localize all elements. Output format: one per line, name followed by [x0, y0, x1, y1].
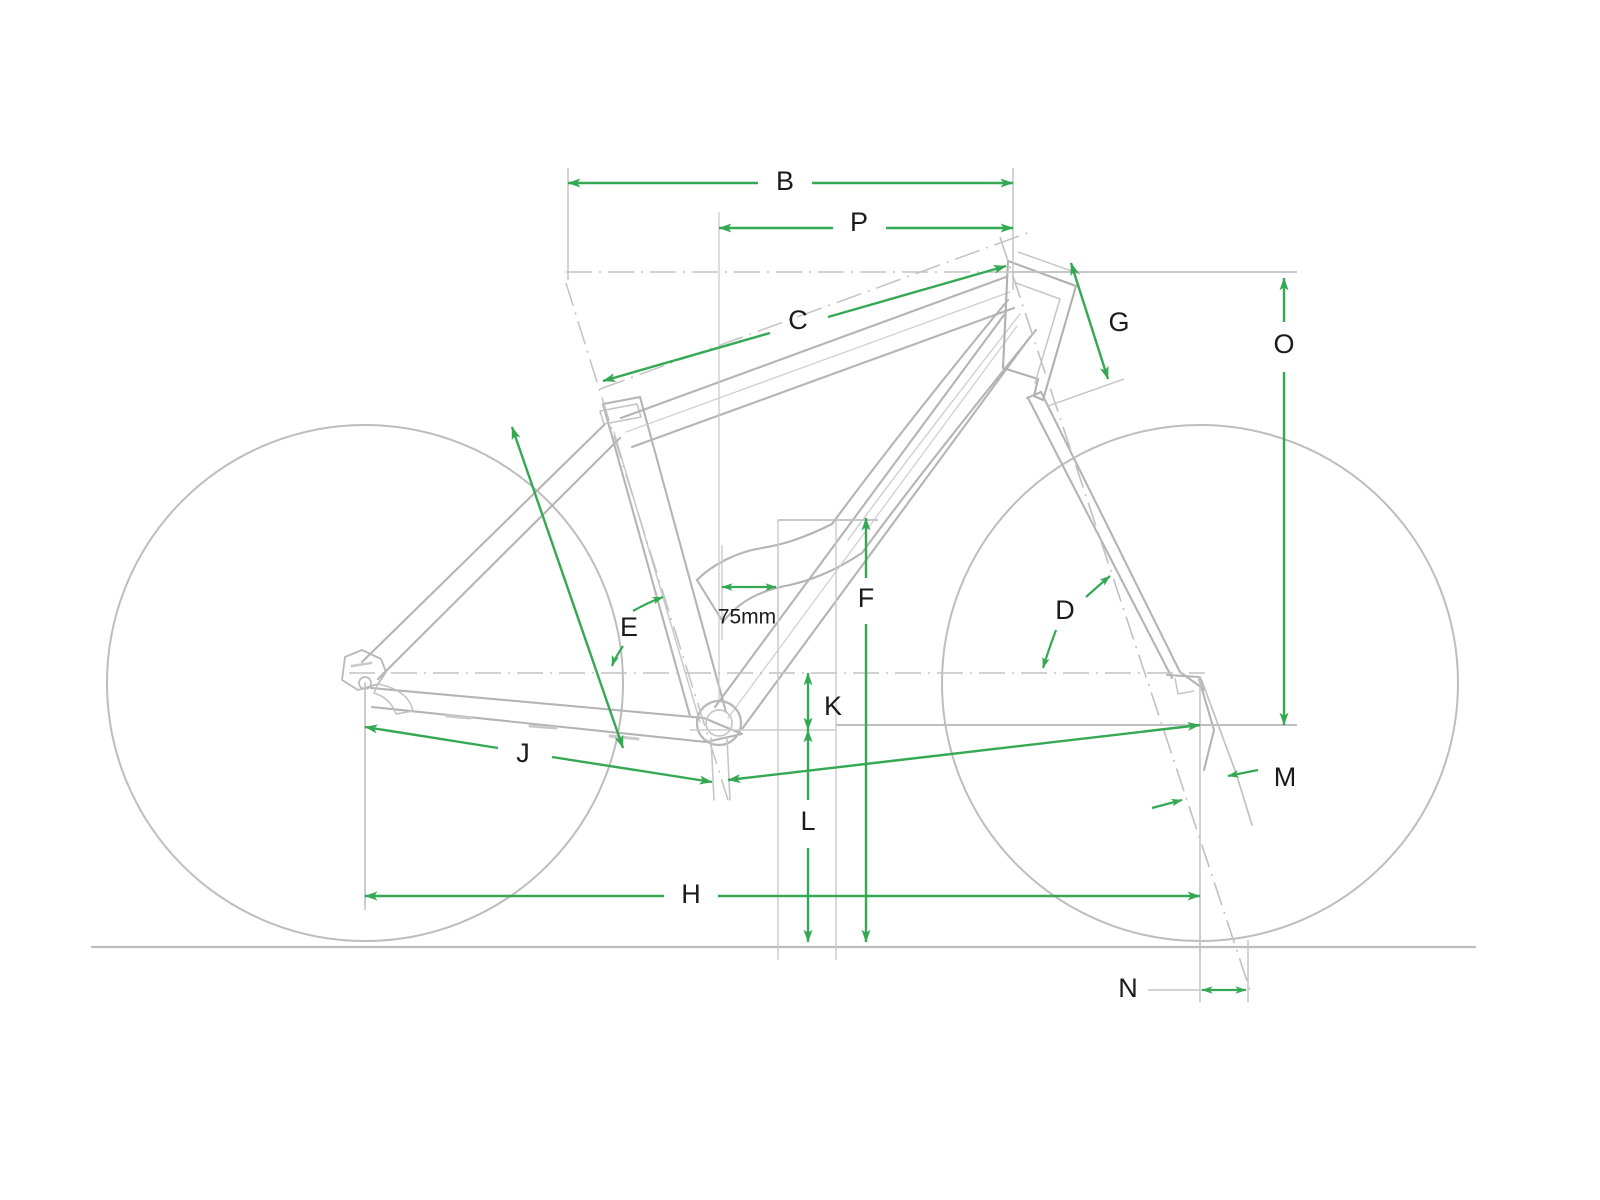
dimension-front-center-line: [727, 721, 1201, 784]
label-M: M: [1274, 762, 1297, 792]
down-tube-lower-wall: [721, 328, 1038, 624]
dropout-tab: [373, 683, 414, 715]
dimension-J-line-right: [551, 755, 713, 785]
label-J: J: [516, 738, 530, 768]
top-tube-inner-shade: [625, 291, 1011, 433]
bike-line-art: [90, 259, 1477, 959]
bb-axle-vert: [710, 737, 731, 801]
chainstay-mark-1: [445, 714, 472, 720]
label-B: B: [776, 166, 794, 196]
seat-collar: [599, 403, 642, 425]
seat-tube-right-wall: [638, 395, 728, 714]
label-E: E: [620, 612, 638, 642]
seat-tube-top-cap: [601, 395, 642, 406]
frame-brace-upper: [713, 313, 1006, 709]
dimension-C: [602, 264, 1007, 383]
rear-dropout-slot: [350, 661, 373, 668]
construction-lines: [349, 168, 1297, 1002]
frame-brace-lower: [740, 335, 1032, 731]
steering-axis-centerline: [999, 236, 1251, 991]
dimension-front-center: [727, 721, 1201, 784]
fork-crown-step: [1025, 390, 1043, 400]
dimension-M-leader-upper: [1227, 768, 1259, 778]
chainstay-mark-2: [528, 724, 558, 730]
dimension-M-leader-lower: [1151, 798, 1183, 810]
label-K: K: [824, 691, 842, 721]
frame-brace-inner: [727, 325, 1018, 719]
dimension-M: [1151, 768, 1259, 810]
label-F: F: [858, 583, 875, 613]
chainstay-upper: [369, 686, 706, 720]
label-G: G: [1108, 307, 1129, 337]
top-tube-upper-wall: [619, 275, 1008, 420]
ext-g-bottom: [1047, 378, 1125, 407]
dimension-C-line-upper: [827, 264, 1007, 319]
seatstay-lower: [376, 436, 622, 681]
dimension-C-line-lower: [602, 331, 771, 383]
dimension-E-leader-up: [632, 595, 664, 612]
seat-tube-centerline: [565, 282, 729, 801]
rear-dropout-body: [341, 649, 387, 691]
label-C: C: [788, 305, 808, 335]
seat-tube-left-wall: [601, 402, 692, 718]
top-tube-centerline: [599, 231, 1031, 390]
head-tube-inner-face: [1015, 282, 1061, 384]
dimension-annotations: [364, 178, 1289, 994]
ext-g-top: [1017, 251, 1081, 275]
label-O: O: [1273, 329, 1294, 359]
dimension-labels: B P C G O E F D K J M L H N 75mm: [516, 166, 1296, 1003]
fork-blade-outer: [1039, 390, 1207, 692]
label-P: P: [850, 207, 868, 237]
label-L: L: [800, 806, 815, 836]
dimension-D-leader-down: [1041, 629, 1058, 669]
down-tube-inner-line: [847, 313, 1021, 541]
chainstay-mark-3: [608, 734, 640, 741]
top-tube-lower-wall: [630, 306, 1016, 449]
fork-blade-inner: [1026, 396, 1174, 680]
fork-lower-leg: [1202, 683, 1253, 826]
dimension-G: [1069, 262, 1110, 380]
dimension-J: [364, 724, 713, 785]
down-tube-upper-wall: [695, 298, 1010, 582]
fork-dropout-blade: [1197, 677, 1216, 772]
dimension-J-line-left: [364, 724, 499, 750]
dimension-G-line: [1069, 262, 1110, 380]
right-angle-tick-front: [1174, 677, 1195, 695]
label-N: N: [1118, 973, 1138, 1003]
bottom-bracket-inner: [705, 709, 733, 737]
dimension-E: [510, 426, 664, 749]
label-H: H: [681, 879, 701, 909]
dimension-D-leader-up: [1085, 575, 1111, 598]
seatstay-upper: [360, 423, 606, 664]
label-75mm: 75mm: [718, 606, 776, 629]
label-D: D: [1055, 595, 1075, 625]
dimension-D: [1041, 575, 1111, 669]
dimension-E-long-line: [510, 426, 625, 749]
